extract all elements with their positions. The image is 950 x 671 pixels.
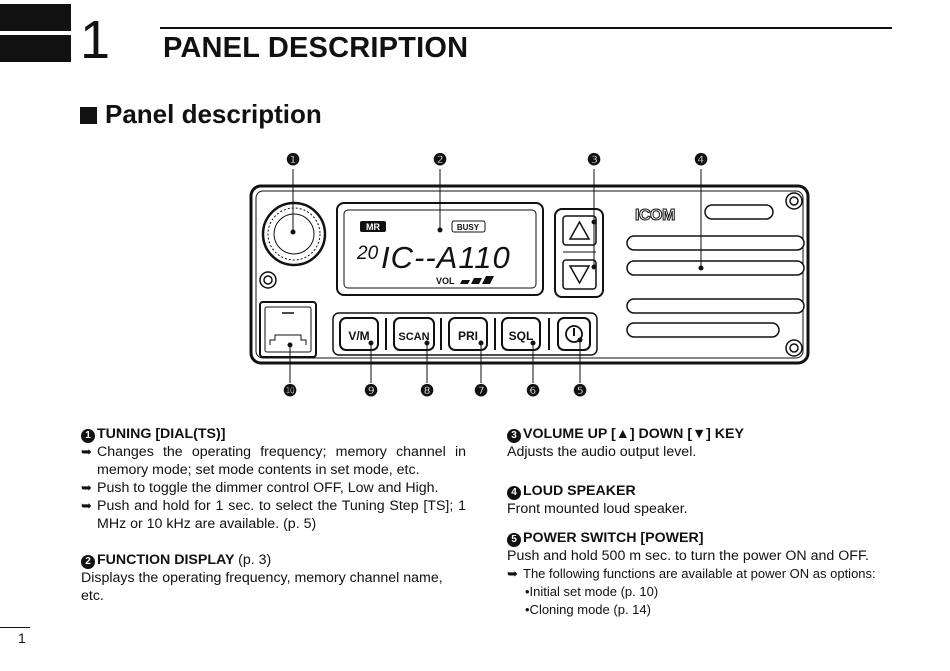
display-channel-name: IC--A110	[381, 240, 511, 275]
item-tuning-bullet: ➥Push and hold for 1 sec. to select the …	[81, 498, 466, 532]
item-power-note: ➥The following functions are available a…	[507, 566, 876, 581]
footer-rule	[0, 627, 30, 628]
screw-icons	[259, 192, 803, 357]
section-title: Panel description	[80, 98, 322, 130]
callout-5: ❺	[573, 383, 587, 400]
item-tuning-bullet: ➥Changes the operating frequency; memory…	[81, 444, 466, 478]
arrow-icon: ➥	[81, 480, 92, 495]
square-bullet-icon	[80, 107, 97, 124]
chapter-tab-marker	[0, 4, 71, 31]
volume-up-key[interactable]	[562, 215, 597, 246]
display-busy-indicator: BUSY	[457, 223, 480, 232]
number-2-icon: 2	[81, 555, 95, 569]
display-vol-label: VOL	[436, 276, 455, 286]
number-3-icon: 3	[507, 429, 521, 443]
item-speaker-text: Front mounted loud speaker.	[507, 501, 688, 517]
item-power-text: Push and hold 500 m sec. to turn the pow…	[507, 548, 869, 564]
pri-button-label: PRI	[458, 329, 478, 343]
callout-7: ❼	[474, 383, 488, 400]
number-1-icon: 1	[81, 429, 95, 443]
sql-button-label: SQL	[509, 329, 534, 343]
callout-4: ❹	[694, 152, 708, 169]
item-tuning-bullet: ➥Push to toggle the dimmer control OFF, …	[81, 480, 439, 496]
arrow-icon: ➥	[81, 444, 92, 459]
triangle-down-icon: ▼	[692, 426, 707, 442]
power-button[interactable]	[557, 317, 591, 351]
number-4-icon: 4	[507, 486, 521, 500]
scan-button-label: SCAN	[398, 331, 429, 343]
volume-bar-indicator	[460, 276, 494, 284]
pri-button[interactable]: PRI	[448, 317, 488, 351]
callout-6: ❻	[526, 383, 540, 400]
icom-logo: ICOM	[635, 207, 675, 224]
item-power-option: •Initial set mode (p. 10)	[525, 584, 659, 599]
volume-down-key[interactable]	[562, 259, 597, 290]
vm-button-label: V/M	[348, 329, 369, 343]
vm-button[interactable]: V/M	[339, 317, 379, 351]
item-volume-text: Adjusts the audio output level.	[507, 444, 697, 460]
callout-1: ❶	[286, 152, 300, 169]
callout-3: ❸	[587, 152, 601, 169]
chapter-title: PANEL DESCRIPTION	[163, 32, 469, 64]
callout-10: ❿	[283, 383, 297, 400]
item-display-text: Displays the operating frequency, memory…	[81, 570, 443, 604]
triangle-down-icon	[568, 265, 591, 285]
callout-2: ❷	[433, 152, 447, 169]
page-number: 1	[18, 630, 26, 646]
display-channel: 20	[356, 243, 379, 264]
sql-button[interactable]: SQL	[501, 317, 541, 351]
callout-leader-lines	[287, 169, 704, 383]
arrow-icon: ➥	[507, 566, 518, 581]
power-icon	[565, 325, 583, 343]
scan-button[interactable]: SCAN	[393, 317, 435, 351]
triangle-up-icon: ▲	[615, 426, 630, 442]
callout-9: ❾	[364, 383, 378, 400]
header-rule	[160, 27, 892, 29]
chapter-tab-marker	[0, 35, 71, 62]
display-mode-indicator: MR	[366, 222, 380, 232]
triangle-up-icon	[568, 220, 591, 240]
loud-speaker-grille	[626, 204, 805, 338]
chapter-number: 1	[80, 10, 111, 70]
number-5-icon: 5	[507, 533, 521, 547]
arrow-icon: ➥	[81, 498, 92, 513]
microphone-connector	[259, 301, 317, 358]
item-power-option: •Cloning mode (p. 14)	[525, 602, 651, 617]
callout-8: ❽	[420, 383, 434, 400]
